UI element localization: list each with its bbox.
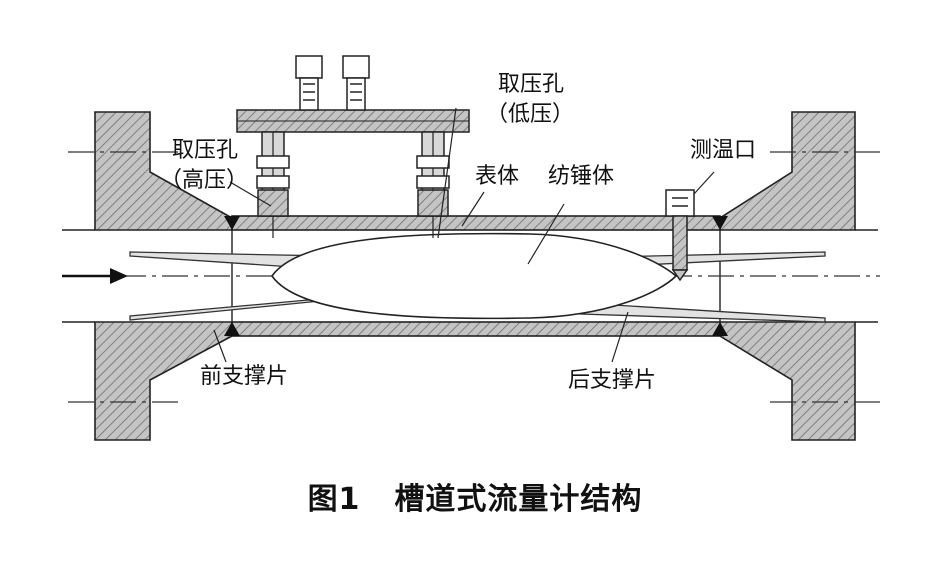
figure-number: 图1	[307, 482, 361, 517]
low-pressure-tap-sublabel: （低压）	[486, 102, 575, 127]
temp-port-label: 测温口	[690, 138, 757, 163]
figure-caption: 图1 槽道式流量计结构	[0, 474, 950, 518]
high-pressure-tap-label: 取压孔	[172, 138, 239, 163]
front-strut	[129, 251, 333, 321]
spindle-body	[271, 232, 678, 320]
weld-marks	[224, 216, 728, 336]
manifold-valves	[295, 55, 370, 111]
rear-strut-label: 后支撑片	[568, 368, 657, 393]
spindle-label: 纺锤体	[548, 164, 615, 189]
low-pressure-tap-label: 取压孔	[498, 72, 565, 97]
figure-title: 槽道式流量计结构	[394, 482, 643, 517]
high-pressure-tap-sublabel: （高压）	[160, 168, 249, 193]
leader-lines	[213, 107, 715, 363]
front-strut-label: 前支撑片	[200, 364, 289, 389]
flow-direction-arrow	[62, 268, 128, 284]
body-label: 表体	[475, 164, 520, 189]
temp-port-fitting	[665, 189, 695, 282]
